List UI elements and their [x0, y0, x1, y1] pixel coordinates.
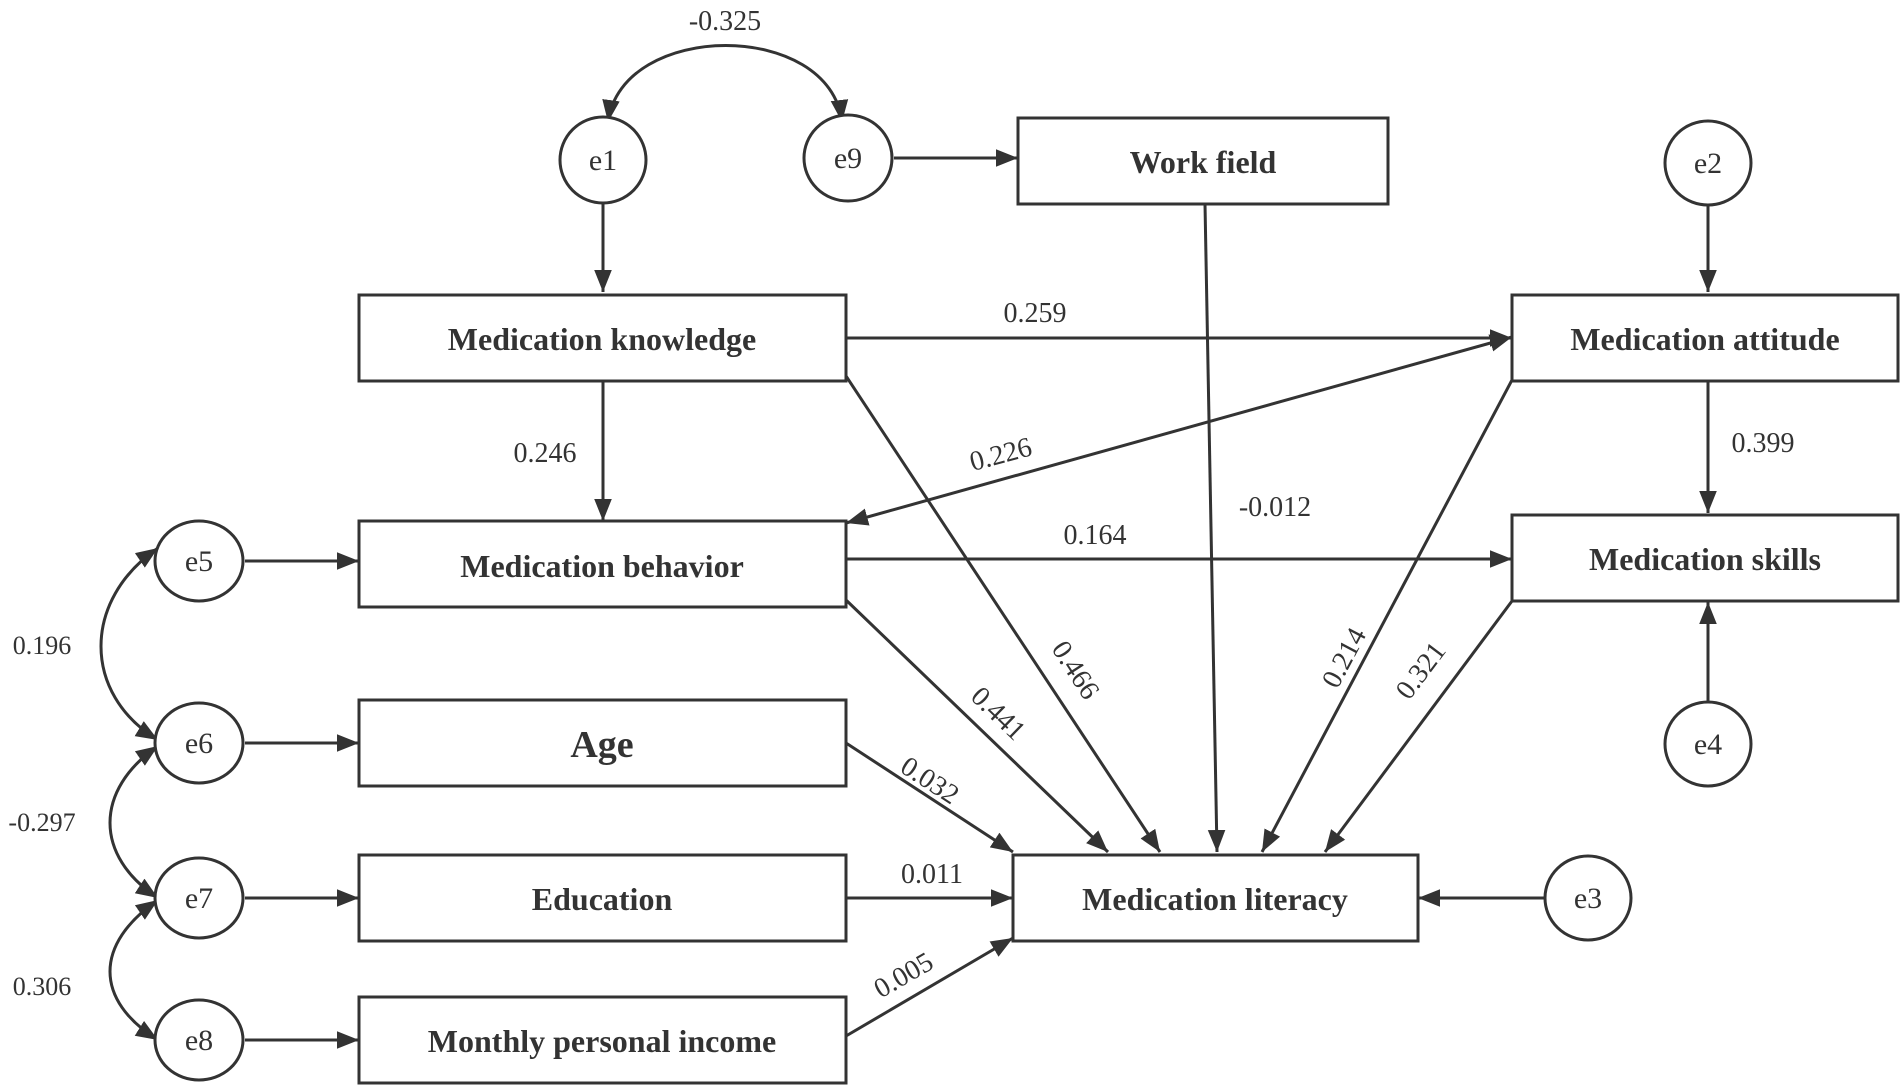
covariance-e6-e7: [108, 744, 159, 900]
error-e1: e1: [558, 115, 648, 205]
error-e7-label: e7: [185, 882, 213, 915]
node-medication-attitude: Medication attitude: [1510, 293, 1900, 383]
edges: [99, 44, 1717, 1049]
node-medication-knowledge: Medication knowledge: [357, 293, 848, 383]
error-e3-label: e3: [1574, 882, 1602, 915]
node-work-field-label: Work field: [1130, 144, 1277, 180]
coef-e6-e7: -0.297: [8, 808, 75, 837]
node-medication-skills: Medication skills: [1510, 513, 1900, 603]
error-e6-label: e6: [185, 727, 213, 760]
arrow-knowledge-literacy: [844, 375, 1162, 853]
coef-knowledge-literacy: 0.466: [1045, 636, 1105, 706]
error-e7: e7: [153, 856, 245, 940]
error-e2-label: e2: [1694, 147, 1722, 180]
coef-workfield-literacy: -0.012: [1239, 492, 1311, 523]
coef-attitude-skills: 0.399: [1732, 428, 1795, 459]
coef-behavior-literacy: 0.441: [964, 681, 1031, 747]
arrow-behavior-literacy: [844, 598, 1110, 854]
error-e8: e8: [153, 998, 245, 1082]
coef-attitude-behavior: 0.226: [966, 432, 1035, 478]
arrow-income-literacy: [845, 936, 1014, 1038]
arrow-skills-literacy: [1323, 600, 1514, 853]
error-e9-label: e9: [834, 142, 862, 175]
error-e4: e4: [1663, 700, 1753, 788]
covariance-e5-e6: [99, 546, 159, 742]
node-monthly-personal-income-label: Monthly personal income: [428, 1023, 776, 1059]
node-monthly-personal-income: Monthly personal income: [357, 995, 848, 1085]
coef-e1-e9: -0.325: [689, 6, 761, 37]
covariance-e7-e8: [108, 898, 159, 1042]
coef-e5-e6: 0.196: [13, 631, 72, 660]
arrow-attitude-literacy: [1260, 379, 1514, 853]
node-age: Age: [357, 698, 848, 788]
node-medication-skills-label: Medication skills: [1589, 541, 1821, 577]
error-e6: e6: [153, 701, 245, 785]
error-e9: e9: [802, 113, 894, 203]
arrow-workfield-literacy: [1203, 203, 1226, 853]
coef-age-literacy: 0.032: [895, 751, 965, 811]
arrow-age-literacy: [845, 741, 1014, 854]
coef-income-literacy: 0.005: [869, 946, 939, 1004]
node-medication-attitude-label: Medication attitude: [1570, 321, 1839, 357]
node-medication-behavior: Medication behavior: [357, 519, 848, 609]
node-age-label: Age: [570, 724, 633, 766]
arrow-attitude-behavior: [845, 334, 1513, 526]
coef-behavior-skills: 0.164: [1064, 520, 1127, 551]
node-education-label: Education: [532, 881, 673, 917]
node-work-field: Work field: [1016, 116, 1390, 206]
error-e3: e3: [1543, 854, 1633, 942]
error-e1-label: e1: [589, 144, 617, 177]
node-medication-literacy: Medication literacy: [1011, 853, 1420, 943]
coefficient-labels: -0.325 0.259 0.246 0.226 -0.012 0.399 0.…: [8, 6, 1794, 1005]
coef-e7-e8: 0.306: [13, 972, 72, 1001]
node-medication-behavior-label: Medication behavior: [460, 548, 744, 584]
covariance-e1-e9: [602, 44, 849, 123]
variable-boxes: Work field Medication knowledge Medicati…: [357, 116, 1900, 1085]
node-education: Education: [357, 853, 848, 943]
error-e5: e5: [153, 519, 245, 603]
error-e4-label: e4: [1694, 728, 1722, 761]
coef-knowledge-attitude: 0.259: [1004, 298, 1067, 329]
error-terms: e1 e9 e2 e4 e3 e5 e6 e7: [153, 113, 1753, 1082]
error-e8-label: e8: [185, 1024, 213, 1057]
error-e2: e2: [1663, 119, 1753, 207]
node-medication-literacy-label: Medication literacy: [1082, 881, 1348, 917]
coef-education-literacy: 0.011: [901, 859, 963, 890]
coef-knowledge-behavior: 0.246: [514, 438, 577, 469]
node-medication-knowledge-label: Medication knowledge: [448, 321, 756, 357]
error-e5-label: e5: [185, 545, 213, 578]
